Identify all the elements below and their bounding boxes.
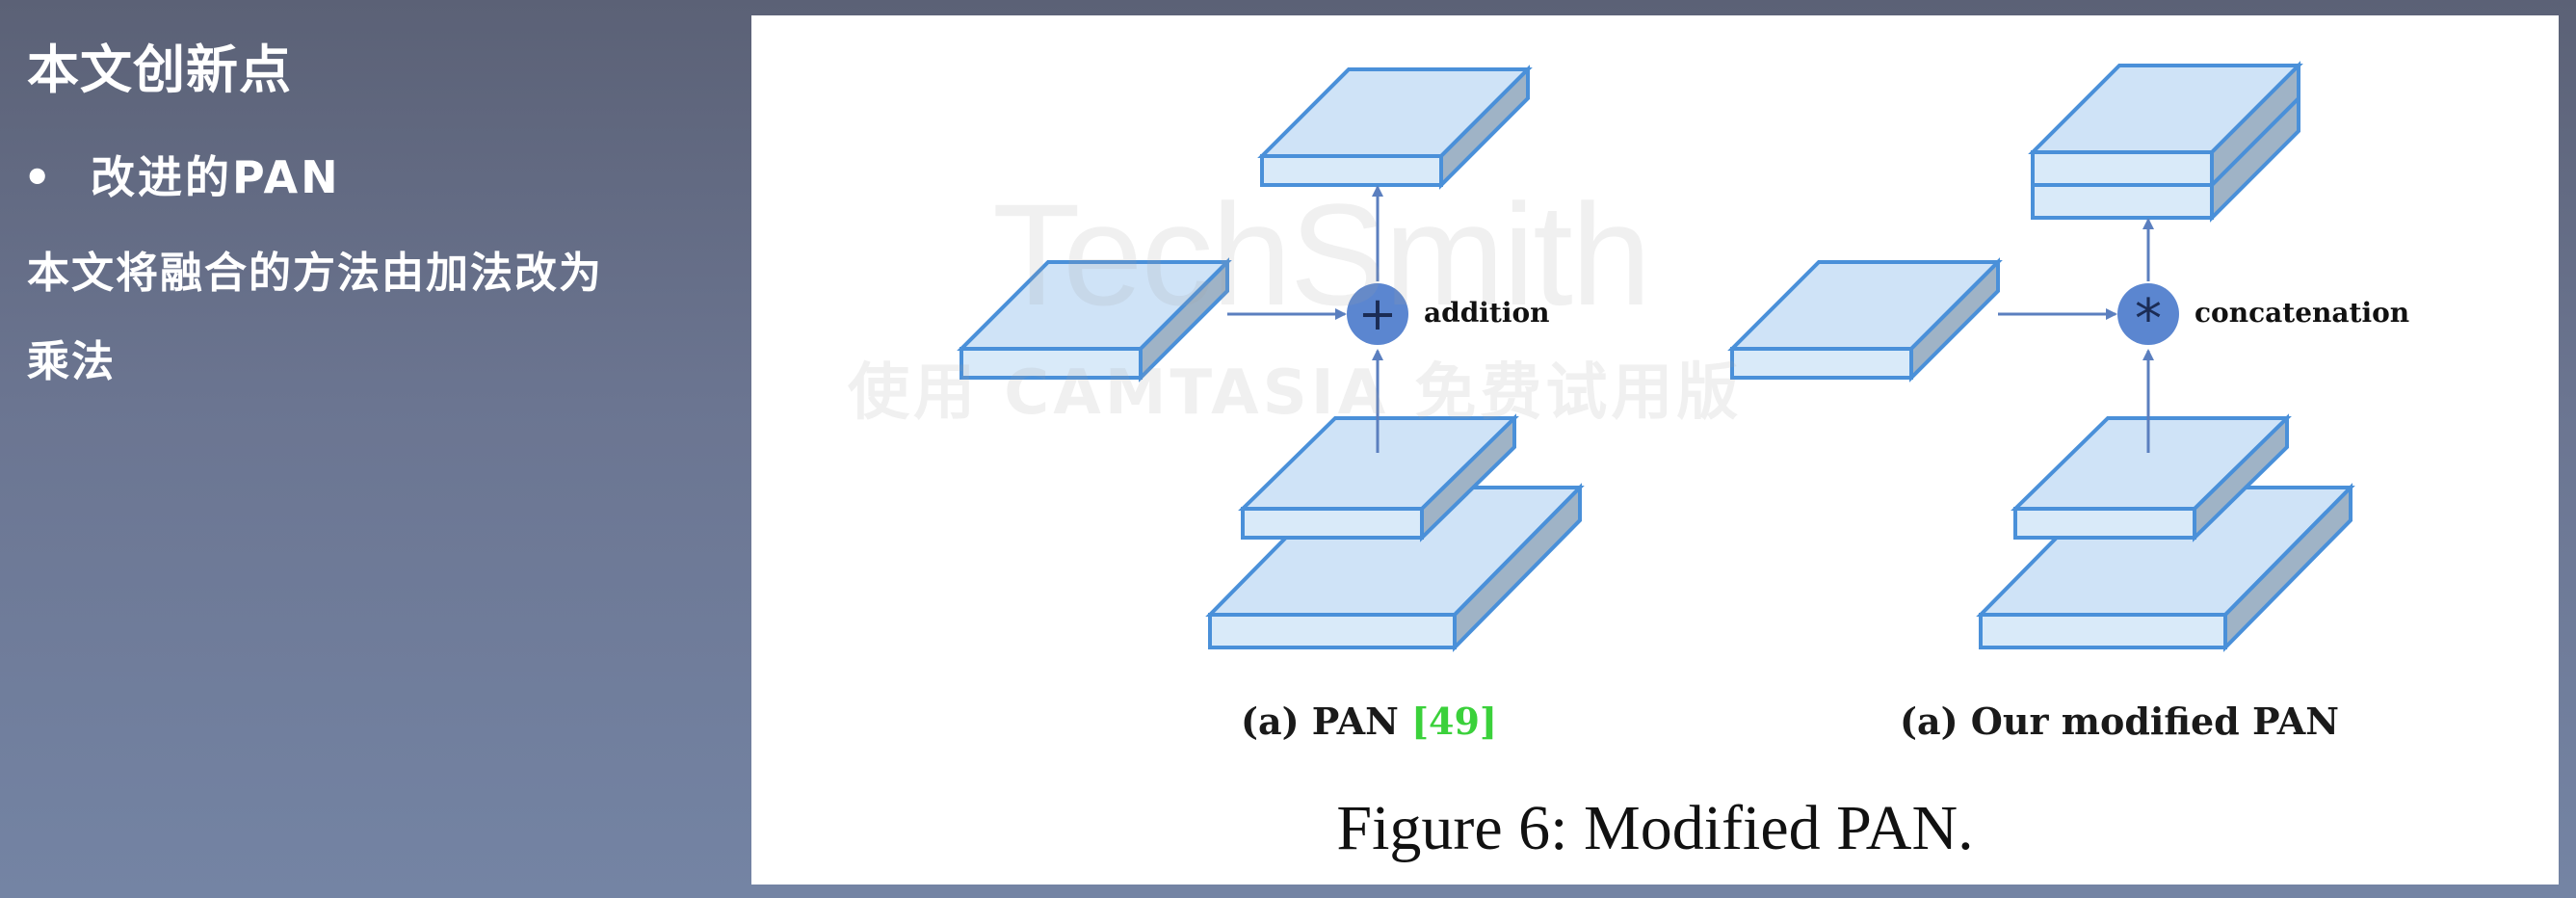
concatenation-symbol: *: [2135, 288, 2162, 351]
feature-layer-middle-right: [2011, 413, 2292, 542]
figure-caption: Figure 6: Modified PAN.: [1336, 793, 1974, 863]
feature-layer-middle-left: [1238, 413, 1519, 542]
feature-layer-lateral-left: [957, 257, 1232, 383]
feature-layer-output-right: [2028, 61, 2303, 223]
bullet-dot: •: [23, 151, 55, 203]
addition-label: addition: [1424, 297, 1550, 329]
left-diagram: +: [957, 65, 1585, 652]
left-caption-text: (a) PAN: [1241, 700, 1412, 743]
figure-panel: +: [751, 15, 2559, 885]
left-sub-caption: (a) PAN [49]: [1241, 700, 1497, 743]
addition-operator: [1347, 283, 1408, 345]
bullet-item: • 改进的PAN: [23, 143, 341, 206]
feature-layer-lateral-right: [1727, 257, 2003, 383]
concatenation-label: concatenation: [2195, 297, 2410, 329]
right-diagram: *: [1727, 61, 2355, 652]
feature-layer-output-left: [1257, 65, 1533, 190]
body-line-1: 本文将融合的方法由加法改为: [27, 249, 603, 298]
diagram-svg: +: [957, 61, 2355, 652]
feature-layer-bottom-left: [1205, 483, 1585, 652]
slide-title: 本文创新点: [27, 40, 292, 100]
body-line-2: 乘法: [27, 337, 116, 386]
bullet-text: 改进的PAN: [91, 151, 341, 203]
right-sub-caption: (a) Our modified PAN: [1900, 700, 2339, 743]
body-text: 本文将融合的方法由加法改为 乘法: [27, 229, 721, 407]
addition-symbol: +: [1358, 287, 1397, 341]
feature-layer-bottom-right: [1976, 483, 2355, 652]
concatenation-operator: [2117, 283, 2179, 345]
citation-link[interactable]: [49]: [1411, 700, 1497, 743]
